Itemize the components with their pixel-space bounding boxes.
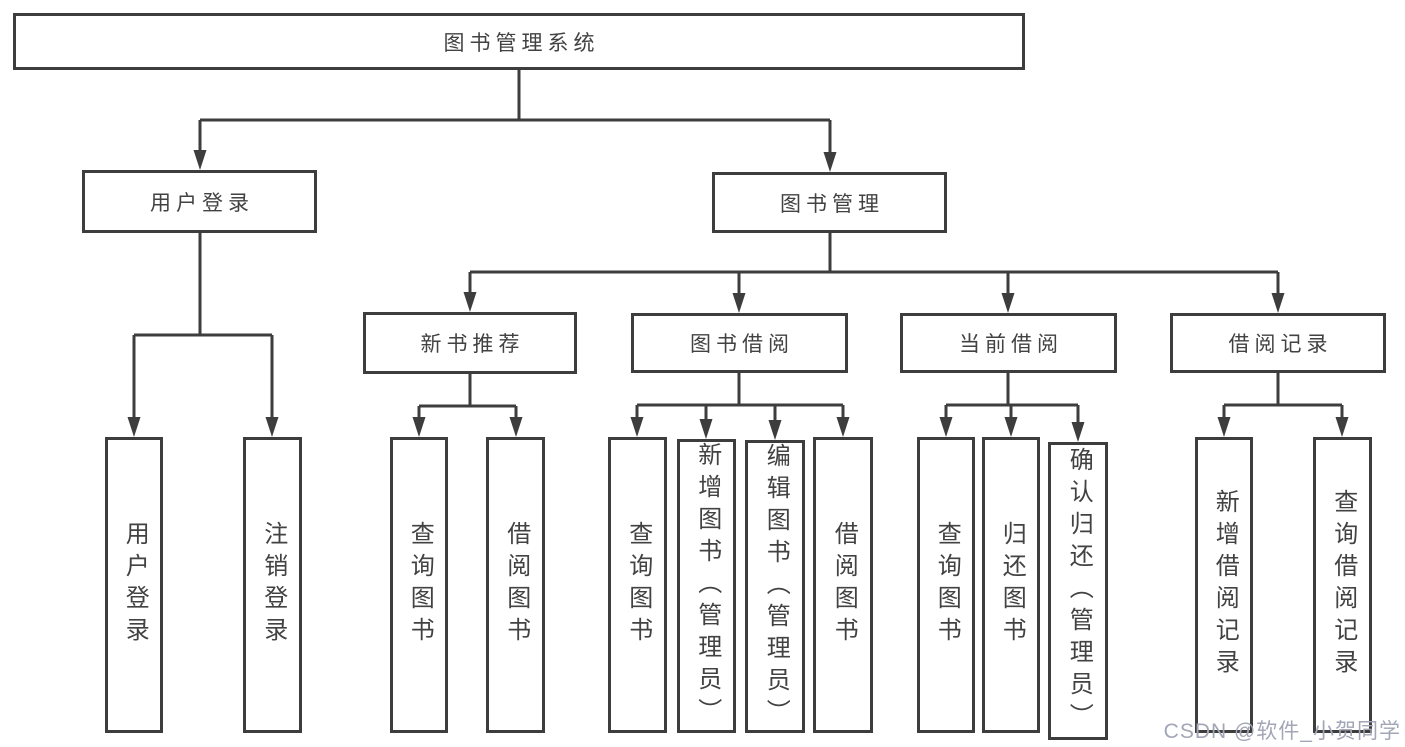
- leaf-recommend-query-books: 查询图书: [390, 437, 448, 733]
- connector-new-book-recommend-branch: [412, 374, 523, 437]
- leaf-logout: 注销登录: [243, 437, 302, 733]
- connector-root-to-level2: [193, 70, 837, 172]
- leaf-current-query-books: 查询图书: [917, 437, 975, 733]
- connector-book-borrow-branch: [630, 373, 850, 440]
- node-current-borrow: 当前借阅: [900, 313, 1117, 373]
- leaf-records-add-record: 新增借阅记录: [1195, 437, 1253, 733]
- leaf-records-query-record: 查询借阅记录: [1313, 437, 1372, 733]
- node-root: 图书管理系统: [13, 13, 1025, 70]
- node-book-management: 图书管理: [712, 172, 947, 233]
- node-new-book-recommend: 新书推荐: [363, 312, 577, 374]
- node-book-borrow: 图书借阅: [631, 313, 848, 373]
- leaf-user-login: 用户登录: [105, 437, 163, 733]
- leaf-current-confirm-return-admin: 确认归还（管理员）: [1048, 442, 1108, 740]
- connector-current-borrow-branch: [939, 373, 1085, 442]
- connector-borrow-records-branch: [1217, 373, 1349, 437]
- connector-book-mgmt-to-level3: [463, 233, 1285, 313]
- leaf-recommend-borrow-books: 借阅图书: [486, 437, 545, 733]
- leaf-borrow-add-books-admin: 新增图书（管理员）: [677, 439, 736, 733]
- leaf-current-return-books: 归还图书: [982, 437, 1040, 733]
- csdn-watermark: CSDN @软件_小贺同学: [1163, 720, 1401, 743]
- leaf-borrow-borrow-books: 借阅图书: [813, 437, 873, 733]
- node-borrow-records: 借阅记录: [1170, 313, 1386, 373]
- leaf-borrow-edit-books-admin: 编辑图书（管理员）: [745, 440, 805, 733]
- leaf-borrow-query-books: 查询图书: [608, 437, 667, 733]
- node-user-login: 用户登录: [82, 170, 317, 233]
- connector-user-login-branch: [127, 233, 279, 437]
